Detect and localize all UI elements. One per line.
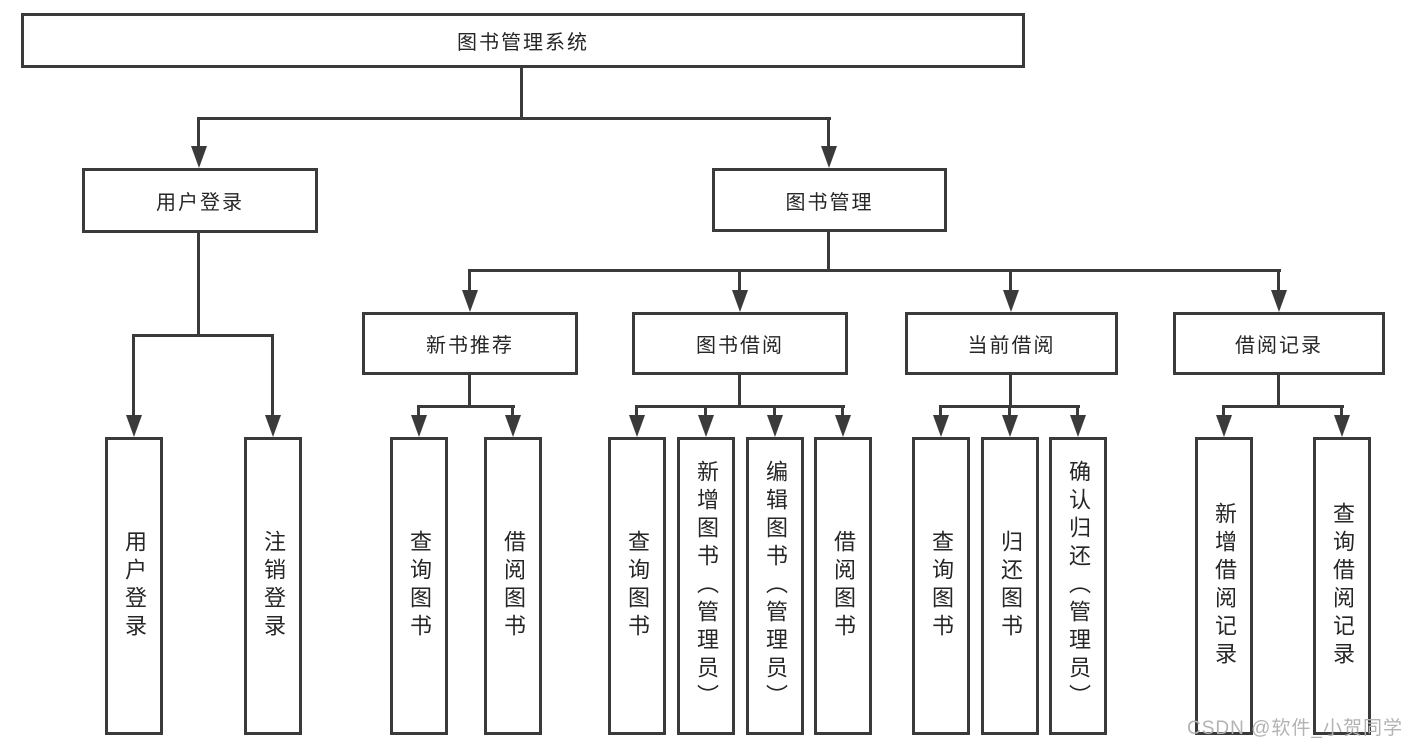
leaf-confirm-return-admin-label: 确认归还（管理员）: [1066, 460, 1091, 712]
connector-line: [468, 269, 471, 292]
connector-line: [1340, 405, 1343, 417]
connector-line: [773, 405, 776, 417]
connector-line: [1222, 405, 1225, 417]
leaf-recommend-query-book: 查询图书: [390, 437, 448, 735]
leaf-logout: 注销登录: [244, 437, 302, 735]
node-borrow-records: 借阅记录: [1173, 312, 1385, 375]
connector-line: [417, 405, 420, 417]
node-book-management: 图书管理: [712, 168, 947, 232]
connector-line: [197, 233, 200, 335]
arrowhead: [767, 415, 783, 437]
leaf-add-borrow-record-label: 新增借阅记录: [1212, 502, 1237, 670]
leaf-borrow-query-book-label: 查询图书: [625, 530, 650, 642]
connector-line: [511, 405, 514, 417]
connector-line: [635, 405, 845, 408]
node-book-borrow-label: 图书借阅: [696, 335, 784, 357]
connector-line: [520, 68, 523, 120]
leaf-recommend-borrow-book: 借阅图书: [484, 437, 542, 735]
connector-line: [1009, 269, 1012, 292]
connector-line: [827, 117, 830, 150]
leaf-current-query-book-label: 查询图书: [929, 530, 954, 642]
leaf-borrow-book: 借阅图书: [814, 437, 872, 735]
connector-line: [1222, 405, 1344, 408]
arrowhead: [1070, 415, 1086, 437]
arrowhead: [126, 415, 142, 437]
leaf-return-book-label: 归还图书: [998, 530, 1023, 642]
connector-line: [417, 405, 515, 408]
leaf-borrow-query-book: 查询图书: [608, 437, 666, 735]
connector-line: [1009, 375, 1012, 408]
connector-line: [738, 375, 741, 408]
leaf-add-borrow-record: 新增借阅记录: [1195, 437, 1253, 735]
arrowhead: [505, 415, 521, 437]
node-new-book-recommend-label: 新书推荐: [426, 335, 514, 357]
connector-line: [132, 334, 274, 337]
connector-line: [468, 375, 471, 408]
connector-line: [1277, 269, 1280, 292]
leaf-borrow-book-label: 借阅图书: [831, 530, 856, 642]
connector-line: [197, 117, 200, 150]
node-root-label: 图书管理系统: [457, 32, 589, 54]
arrowhead: [265, 415, 281, 437]
connector-line: [635, 405, 638, 417]
leaf-query-borrow-record-label: 查询借阅记录: [1330, 502, 1355, 670]
connector-line: [738, 269, 741, 292]
arrowhead: [191, 146, 207, 168]
node-book-borrow: 图书借阅: [632, 312, 848, 375]
leaf-add-book-admin-label: 新增图书（管理员）: [694, 460, 719, 712]
connector-line: [197, 117, 831, 120]
node-user-login-label: 用户登录: [156, 192, 244, 214]
connector-line: [1076, 405, 1079, 417]
arrowhead: [1334, 415, 1350, 437]
connector-line: [132, 334, 135, 418]
csdn-watermark: CSDN @软件_小贺同学: [1187, 718, 1403, 739]
leaf-query-borrow-record: 查询借阅记录: [1313, 437, 1371, 735]
connector-line: [468, 269, 1281, 272]
connector-line: [1277, 375, 1280, 408]
arrowhead: [732, 290, 748, 312]
arrowhead: [411, 415, 427, 437]
node-borrow-records-label: 借阅记录: [1235, 335, 1323, 357]
connector-line: [704, 405, 707, 417]
arrowhead: [1003, 290, 1019, 312]
leaf-current-query-book: 查询图书: [912, 437, 970, 735]
connector-line: [1008, 405, 1011, 417]
arrowhead: [1271, 290, 1287, 312]
leaf-recommend-borrow-book-label: 借阅图书: [501, 530, 526, 642]
arrowhead: [835, 415, 851, 437]
leaf-logout-label: 注销登录: [261, 530, 286, 642]
leaf-confirm-return-admin: 确认归还（管理员）: [1049, 437, 1107, 735]
arrowhead: [698, 415, 714, 437]
arrowhead: [462, 290, 478, 312]
node-current-borrow-label: 当前借阅: [967, 335, 1056, 357]
leaf-user-login-label: 用户登录: [122, 530, 147, 642]
leaf-edit-book-admin: 编辑图书（管理员）: [746, 437, 804, 735]
connector-line: [827, 232, 830, 272]
leaf-recommend-query-book-label: 查询图书: [407, 530, 432, 642]
node-root: 图书管理系统: [21, 13, 1025, 68]
node-current-borrow: 当前借阅: [905, 312, 1118, 375]
arrowhead: [1216, 415, 1232, 437]
leaf-edit-book-admin-label: 编辑图书（管理员）: [763, 460, 788, 712]
node-book-management-label: 图书管理: [785, 191, 874, 214]
leaf-user-login: 用户登录: [105, 437, 163, 735]
leaf-add-book-admin: 新增图书（管理员）: [677, 437, 735, 735]
connector-line: [939, 405, 942, 417]
arrowhead: [1002, 415, 1018, 437]
connector-line: [841, 405, 844, 417]
arrowhead: [821, 146, 837, 168]
arrowhead: [933, 415, 949, 437]
connector-line: [271, 334, 274, 418]
node-user-login: 用户登录: [82, 168, 318, 233]
arrowhead: [629, 415, 645, 437]
leaf-return-book: 归还图书: [981, 437, 1039, 735]
node-new-book-recommend: 新书推荐: [362, 312, 578, 375]
